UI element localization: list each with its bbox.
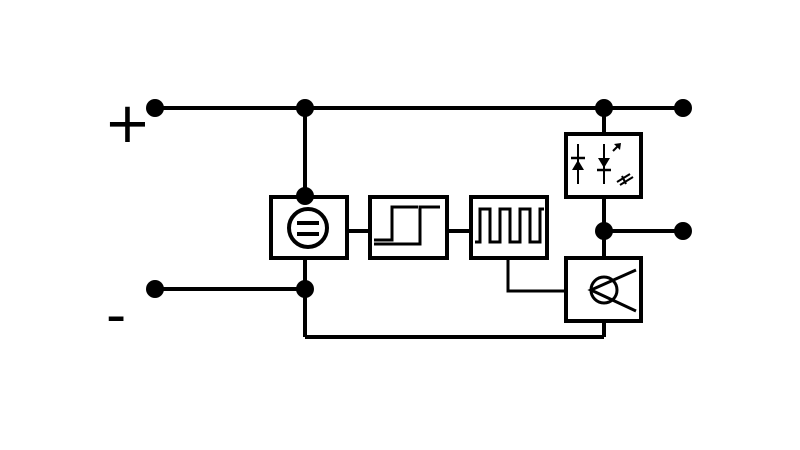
nodes xyxy=(146,99,692,298)
junction-node xyxy=(296,187,314,205)
pulse-to-switch-wire xyxy=(506,258,566,293)
pulse-generator-block xyxy=(469,195,549,260)
junction-node xyxy=(595,99,613,117)
output-terminal-node xyxy=(674,222,692,240)
square-wave-icon xyxy=(475,207,544,244)
diode-photo-icon xyxy=(571,143,634,186)
optocoupler-block xyxy=(564,132,643,199)
switch-wedge-icon xyxy=(587,268,637,313)
junction-node xyxy=(296,280,314,298)
junction-node xyxy=(595,222,613,240)
step-waveform-icon xyxy=(374,205,440,246)
junction-node xyxy=(296,99,314,117)
minus-terminal-label: - xyxy=(106,283,126,348)
plus-terminal-label: + xyxy=(104,91,151,156)
output-terminal-node xyxy=(674,99,692,117)
step-generator-block xyxy=(368,195,449,260)
equals-in-circle-icon xyxy=(287,207,329,249)
plus-terminal-node xyxy=(146,99,164,117)
switch-block xyxy=(564,256,643,323)
rectifier-block xyxy=(269,195,349,260)
minus-terminal-node xyxy=(146,280,164,298)
